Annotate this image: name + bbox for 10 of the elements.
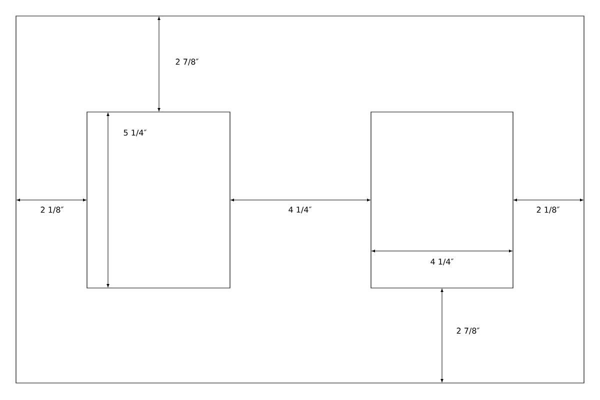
dimension-label: 2 1/8″	[536, 206, 560, 214]
dimension-label: 4 1/4″	[288, 206, 312, 214]
dimension-label: 5 1/4″	[124, 130, 147, 136]
dimension-label: 2 1/8″	[40, 206, 64, 214]
outer-rectangle	[16, 16, 584, 384]
dimension-label: 2 7/8″	[456, 328, 480, 334]
inner-rectangle	[370, 112, 514, 288]
inner-rectangle	[86, 112, 230, 288]
dimension-label: 2 7/8″	[176, 58, 199, 66]
dimension-label: 4 1/4″	[430, 258, 454, 266]
